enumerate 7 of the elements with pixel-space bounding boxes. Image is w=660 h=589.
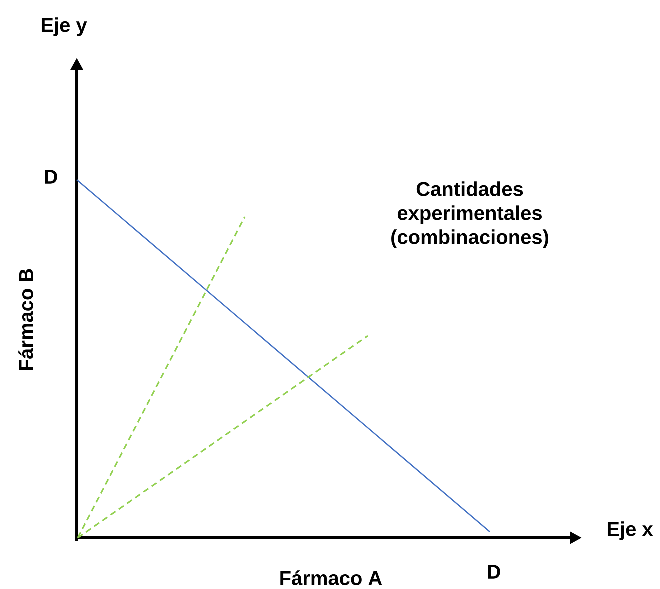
axis-label: Fármaco A [280, 570, 382, 586]
axis-title: Eje y [42, 18, 88, 36]
annotation-text: Cantidades experimentales (combinaciones) [392, 182, 548, 248]
axis-value: D [488, 565, 500, 579]
axis-title: Eje x [608, 522, 654, 540]
axis-label: Fármaco B [18, 269, 34, 370]
axis-value: D [45, 170, 58, 184]
